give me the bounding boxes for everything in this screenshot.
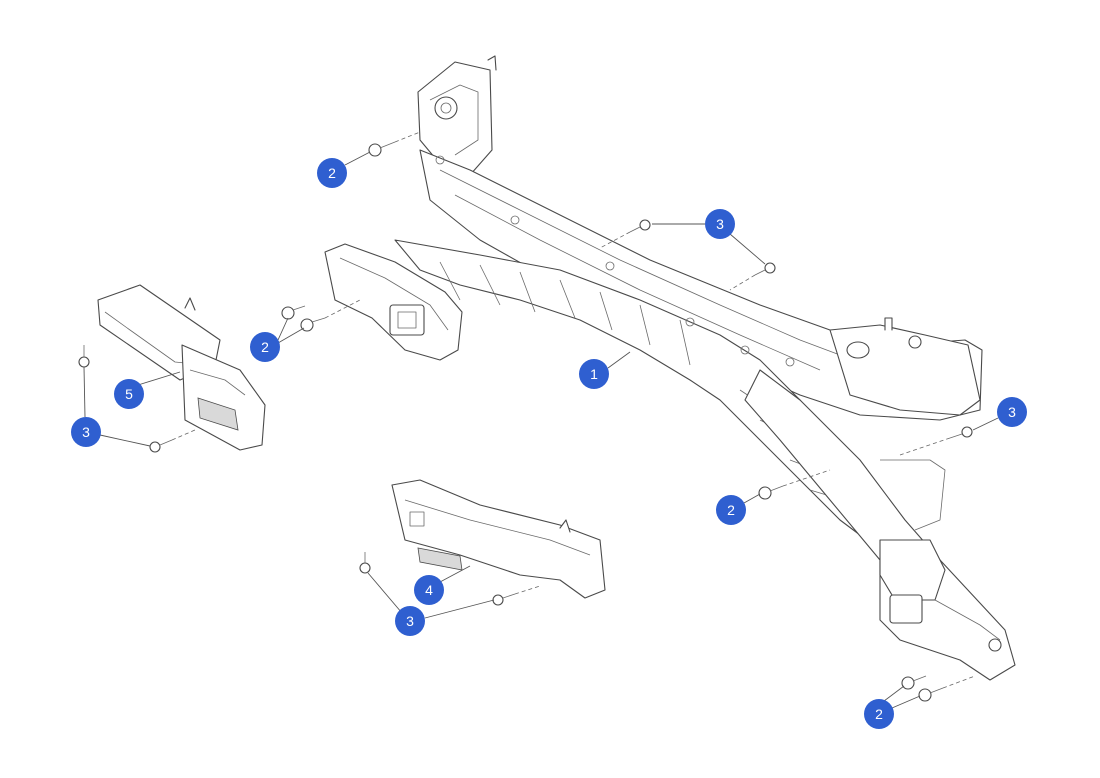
- svg-text:2: 2: [727, 502, 735, 518]
- svg-text:3: 3: [82, 424, 90, 440]
- callout-3-bottom: 3: [395, 606, 425, 636]
- callout-4-center: 4: [414, 575, 444, 605]
- bolt-mid-left-b: [300, 317, 326, 332]
- callout-3-right: 3: [997, 397, 1027, 427]
- svg-text:3: 3: [716, 216, 724, 232]
- bolt-center-right: [492, 593, 516, 606]
- bolt-left-top: [78, 345, 90, 368]
- callout-3-top-right: 3: [705, 209, 735, 239]
- svg-text:2: 2: [261, 339, 269, 355]
- svg-text:2: 2: [328, 165, 336, 181]
- bolt-top-right-a: [629, 219, 651, 233]
- callout-2-bottom-right: 2: [864, 699, 894, 729]
- svg-text:3: 3: [406, 613, 414, 629]
- bolt-right-mid: [949, 426, 973, 439]
- front-end-carrier: [324, 55, 1016, 681]
- callout-1-center: 1: [579, 359, 609, 389]
- svg-text:3: 3: [1008, 404, 1016, 420]
- callout-5-left: 5: [114, 379, 144, 409]
- bolt-mid-left-a: [281, 305, 306, 320]
- bracket-left: [97, 284, 266, 451]
- bolt-top-right-b: [754, 262, 776, 276]
- svg-text:4: 4: [425, 582, 433, 598]
- bolt-left-bottom: [149, 439, 173, 453]
- alignment-lines: [171, 131, 976, 689]
- callout-2-right: 2: [716, 495, 746, 525]
- callout-2-top-left: 2: [317, 158, 347, 188]
- bolt-center-left: [359, 552, 371, 574]
- svg-text:1: 1: [590, 366, 598, 382]
- bolt-bottom-right-a: [901, 675, 927, 690]
- callouts: 2 3 2 1 5 3 3 2: [71, 158, 1027, 729]
- bolt-bottom-right-b: [918, 687, 944, 702]
- bolt-top-left: [368, 141, 396, 157]
- leader-lines: [83, 151, 999, 709]
- svg-text:2: 2: [875, 706, 883, 722]
- callout-3-left: 3: [71, 417, 101, 447]
- bracket-center: [391, 479, 606, 599]
- callout-2-mid-left: 2: [250, 332, 280, 362]
- bolt-right-lower: [758, 485, 784, 500]
- svg-text:5: 5: [125, 386, 133, 402]
